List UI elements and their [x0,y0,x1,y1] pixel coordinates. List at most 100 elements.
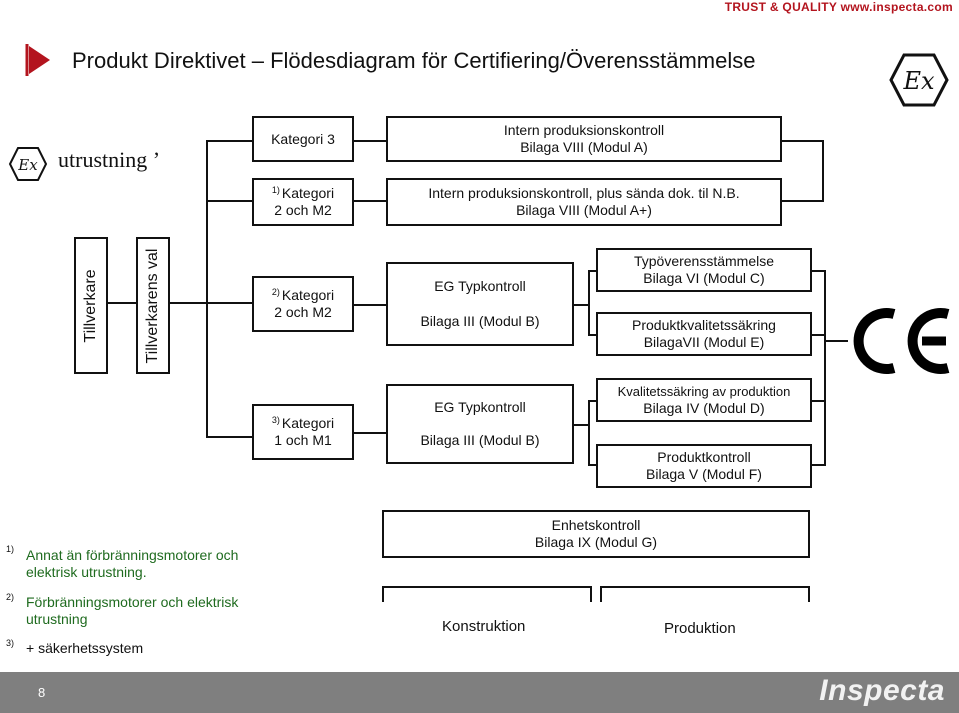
modul-d-line2: Bilaga IV (Modul D) [643,400,765,416]
footnote-marker: 1) [6,544,15,554]
bracket-line [600,586,810,588]
manufacturer-box: Tillverkare [74,237,108,374]
category-word: Kategori [281,415,335,431]
category-1-line1: 3)Kategori [272,415,334,432]
footnote-1-line1: Annat än förbränningsmotorer och [26,547,239,563]
phase-konstruktion: Konstruktion [442,618,526,635]
ex-hexagon-icon: Ex [8,147,48,181]
modul-d-box: Kvalitetssäkring av produktion Bilaga IV… [596,378,812,422]
modul-e-line1: Produktkvalitetssäkring [632,317,776,333]
modul-c-line1: Typöverensstämmelse [633,253,775,269]
page-number: 8 [38,685,46,700]
category-2-mid-line1: 2)Kategori [272,287,334,304]
modul-c-line2: Bilaga VI (Modul C) [643,270,765,286]
connector [782,140,822,142]
footnote-2-line1: Förbränningsmotorer och elektrisk [26,594,239,610]
play-flag-icon [25,44,50,76]
eg-typkontroll-1-box: EG Typkontroll Bilaga III (Modul B) [386,262,574,346]
connector [588,270,590,336]
connector [108,302,136,304]
bracket-line [590,586,592,602]
modul-e-box: Produktkvalitetssäkring BilagaVII (Modul… [596,312,812,356]
connector [588,334,596,336]
connector [206,140,252,142]
ex-hexagon-icon: Ex [889,53,949,107]
connector [206,140,208,438]
phase-produktion: Produktion [664,620,736,637]
connector [812,334,826,336]
modul-g-box: Enhetskontroll Bilaga IX (Modul G) [382,510,810,558]
category-1-box: 3)Kategori 1 och M1 [252,404,354,460]
manufacturer-choice-label: Tillverkarens val [144,248,161,363]
manufacturer-choice-box: Tillverkarens val [136,237,170,374]
footnote-2-line2: utrustning [26,611,88,627]
eg-typkontroll-2-line1: EG Typkontroll [434,399,526,415]
footnote-marker: 3) [6,638,15,648]
connector [782,200,822,202]
modul-f-line1: Produktkontroll [657,449,751,465]
category-2-top-line1: 1)Kategori [272,185,334,202]
footnote-ref: 1) [271,185,280,195]
connector [206,200,252,202]
footnote-marker: 2) [6,592,15,602]
footnote-3-text: + säkerhetssystem [26,640,143,657]
category-2-top-box: 1)Kategori 2 och M2 [252,178,354,226]
footnote-1: 1) [6,544,16,561]
connector [824,340,848,342]
footnote-ref: 3) [271,415,280,425]
eg-typkontroll-1-line2: Bilaga III (Modul B) [420,313,540,329]
modul-f-line2: Bilaga V (Modul F) [646,466,762,482]
eg-typkontroll-1-line1: EG Typkontroll [434,278,526,294]
category-1-line2: 1 och M1 [274,432,332,448]
modul-a-plus-line1: Intern produksionskontroll, plus sända d… [428,185,740,201]
manufacturer-label: Tillverkare [82,268,99,343]
category-word: Kategori [281,185,335,201]
bracket-line [600,586,602,602]
category-2-mid-line2: 2 och M2 [274,304,332,320]
category-3-box: Kategori 3 [252,116,354,162]
svg-text:Ex: Ex [17,156,38,174]
modul-f-box: Produktkontroll Bilaga V (Modul F) [596,444,812,488]
modul-a-line2: Bilaga VIII (Modul A) [520,139,648,155]
modul-e-line2: BilagaVII (Modul E) [643,334,765,350]
modul-g-line2: Bilaga IX (Modul G) [534,534,658,550]
bracket-line [382,586,384,602]
connector [574,304,588,306]
footnote-3: 3) [6,638,16,655]
connector [588,400,590,466]
connector [812,270,826,272]
brand-strip: TRUST & QUALITY www.inspecta.com [724,0,953,14]
footer-bar: 8 Inspecta [0,672,959,713]
connector [206,302,252,304]
category-3-label: Kategori 3 [271,130,335,147]
category-word: Kategori [281,287,335,303]
ce-mark-icon [853,308,950,374]
modul-d-line1: Kvalitetssäkring av produktion [617,384,791,399]
connector [354,200,386,202]
bracket-line [808,586,810,602]
modul-g-line1: Enhetskontroll [551,517,641,533]
connector [588,400,596,402]
connector [824,270,826,466]
modul-a-plus-line2: Bilaga VIII (Modul A+) [516,202,652,218]
eg-typkontroll-2-line2: Bilaga III (Modul B) [420,432,540,448]
connector [574,424,588,426]
footnote-1-line2: elektrisk utrustning. [26,564,147,580]
connector [822,140,824,202]
connector [812,464,826,466]
modul-a-line1: Intern produksionskontroll [503,122,665,138]
connector [354,432,386,434]
category-2-top-line2: 2 och M2 [274,202,332,218]
footnote-2: 2) [6,592,16,609]
connector [588,464,596,466]
connector [354,304,386,306]
bracket-line [382,586,592,588]
page-title: Produkt Direktivet – Flödesdiagram för C… [72,48,756,73]
footnote-2-text: Förbränningsmotorer och elektrisk utrust… [26,594,238,628]
ex-equipment-label: utrustning ’ [58,147,161,172]
footnote-1-text: Annat än förbränningsmotorer och elektri… [26,547,238,581]
connector [812,400,826,402]
connector [354,140,386,142]
modul-c-box: Typöverensstämmelse Bilaga VI (Modul C) [596,248,812,292]
connector [588,270,596,272]
